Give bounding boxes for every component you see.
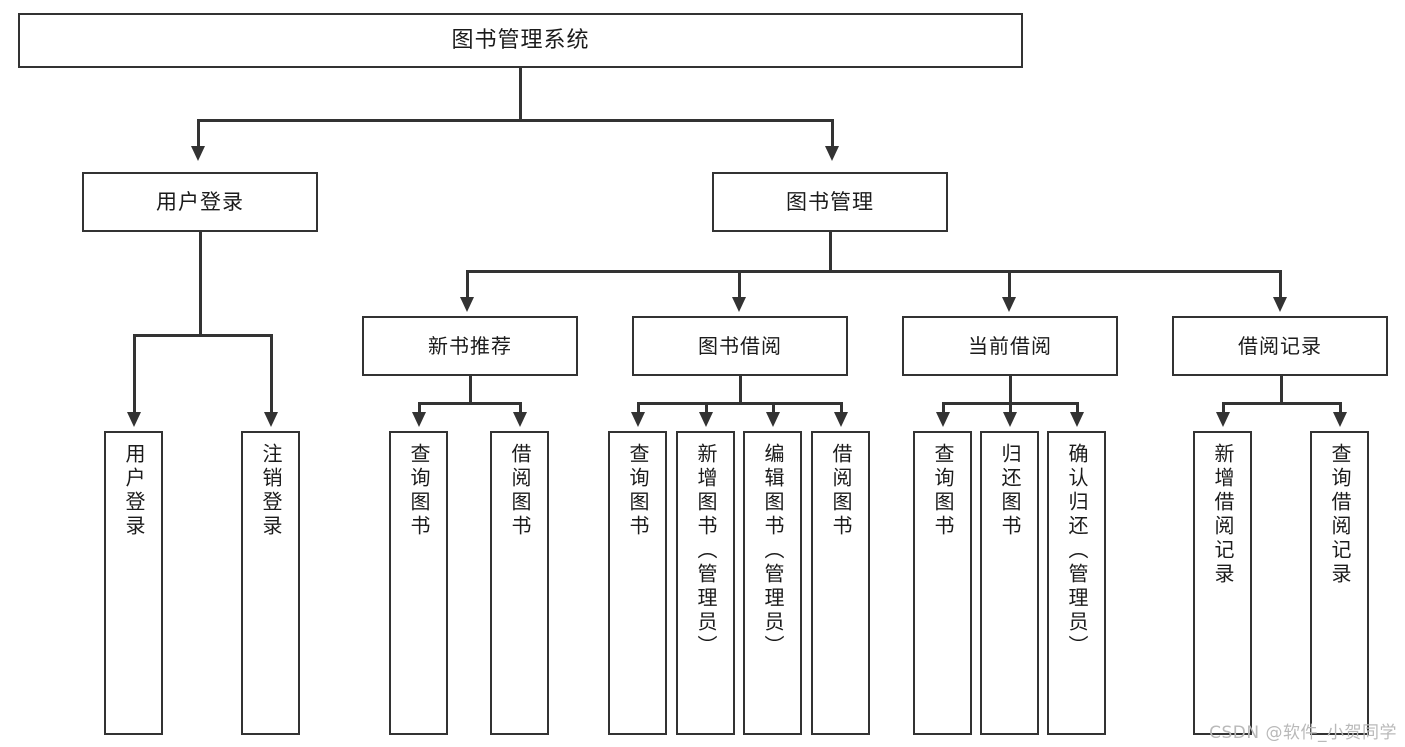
connector-bm-to-book-borrow <box>738 270 741 298</box>
arrowhead-root-to-user-login <box>191 146 205 161</box>
connector-bb-to-leaf-3 <box>772 402 775 413</box>
leaf-label: 归还图书 <box>998 443 1022 539</box>
leaf-borrow-book-recommend[interactable]: 借阅图书 <box>490 431 549 735</box>
connector-cb-to-leaf-1 <box>942 402 945 413</box>
connector-user-login-split-bar <box>133 334 272 337</box>
connector-bb-to-leaf-2 <box>705 402 708 413</box>
leaf-label: 查询图书 <box>931 443 955 539</box>
connector-cb-to-leaf-3 <box>1076 402 1079 413</box>
arrowhead-br-to-leaf-1 <box>1216 412 1230 427</box>
connector-book-management-split-bar <box>466 270 1282 273</box>
arrowhead-bb-to-leaf-3 <box>766 412 780 427</box>
node-borrow-record[interactable]: 借阅记录 <box>1172 316 1388 376</box>
connector-book-borrow-split-bar <box>637 402 842 405</box>
connector-book-borrow-stem <box>739 376 742 404</box>
node-label: 新书推荐 <box>428 333 512 358</box>
node-root-book-management-system[interactable]: 图书管理系统 <box>18 13 1023 68</box>
connector-user-login-stem <box>199 232 202 336</box>
connector-bm-to-new-book-recommend <box>466 270 469 298</box>
node-current-borrow[interactable]: 当前借阅 <box>902 316 1118 376</box>
leaf-query-book-current[interactable]: 查询图书 <box>913 431 972 735</box>
leaf-edit-book-admin[interactable]: 编辑图书（管理员） <box>743 431 802 735</box>
connector-br-to-leaf-1 <box>1222 402 1225 413</box>
connector-bm-to-borrow-record <box>1279 270 1282 298</box>
leaf-return-book[interactable]: 归还图书 <box>980 431 1039 735</box>
connector-root-to-book-management <box>831 119 834 147</box>
leaf-label: 借阅图书 <box>508 443 532 539</box>
node-label: 图书借阅 <box>698 333 782 358</box>
leaf-label: 注销登录 <box>259 443 283 539</box>
connector-bm-to-current-borrow <box>1008 270 1011 298</box>
leaf-label: 新增图书（管理员） <box>694 443 718 659</box>
arrowhead-bb-to-leaf-4 <box>834 412 848 427</box>
node-book-borrow[interactable]: 图书借阅 <box>632 316 848 376</box>
node-label: 用户登录 <box>156 189 244 214</box>
connector-new-book-recommend-split-bar <box>418 402 521 405</box>
connector-book-management-stem <box>829 232 832 272</box>
node-book-management[interactable]: 图书管理 <box>712 172 948 232</box>
leaf-query-borrow-record[interactable]: 查询借阅记录 <box>1310 431 1369 735</box>
connector-nbr-to-leaf-1 <box>418 402 421 413</box>
leaf-label: 查询图书 <box>626 443 650 539</box>
connector-user-login-to-leaf-1 <box>133 334 136 413</box>
leaf-borrow-book[interactable]: 借阅图书 <box>811 431 870 735</box>
arrowhead-bb-to-leaf-1 <box>631 412 645 427</box>
connector-borrow-record-stem <box>1280 376 1283 404</box>
connector-current-borrow-stem <box>1009 376 1012 404</box>
arrowhead-user-login-to-leaf-1 <box>127 412 141 427</box>
connector-bb-to-leaf-1 <box>637 402 640 413</box>
node-label: 借阅记录 <box>1238 333 1322 358</box>
node-label: 当前借阅 <box>968 333 1052 358</box>
connector-root-stem <box>519 68 522 120</box>
leaf-add-borrow-record[interactable]: 新增借阅记录 <box>1193 431 1252 735</box>
leaf-query-book-recommend[interactable]: 查询图书 <box>389 431 448 735</box>
connector-new-book-recommend-stem <box>469 376 472 404</box>
leaf-label: 用户登录 <box>122 443 146 539</box>
arrowhead-bm-to-book-borrow <box>732 297 746 312</box>
node-new-book-recommend[interactable]: 新书推荐 <box>362 316 578 376</box>
node-label: 图书管理系统 <box>451 27 590 53</box>
arrowhead-bm-to-current-borrow <box>1002 297 1016 312</box>
arrowhead-root-to-book-management <box>825 146 839 161</box>
connector-nbr-to-leaf-2 <box>519 402 522 413</box>
arrowhead-bb-to-leaf-2 <box>699 412 713 427</box>
leaf-label: 借阅图书 <box>829 443 853 539</box>
connector-cb-to-leaf-2 <box>1009 402 1012 413</box>
leaf-label: 编辑图书（管理员） <box>761 443 785 659</box>
arrowhead-nbr-to-leaf-2 <box>513 412 527 427</box>
connector-root-split-bar <box>197 119 833 122</box>
node-label: 图书管理 <box>786 189 874 214</box>
connector-bb-to-leaf-4 <box>840 402 843 413</box>
arrowhead-cb-to-leaf-1 <box>936 412 950 427</box>
arrowhead-br-to-leaf-2 <box>1333 412 1347 427</box>
connector-borrow-record-split-bar <box>1222 402 1341 405</box>
arrowhead-nbr-to-leaf-1 <box>412 412 426 427</box>
arrowhead-cb-to-leaf-2 <box>1003 412 1017 427</box>
leaf-confirm-return-admin[interactable]: 确认归还（管理员） <box>1047 431 1106 735</box>
node-user-login[interactable]: 用户登录 <box>82 172 318 232</box>
leaf-user-login[interactable]: 用户登录 <box>104 431 163 735</box>
connector-root-to-user-login <box>197 119 200 147</box>
arrowhead-bm-to-borrow-record <box>1273 297 1287 312</box>
arrowhead-cb-to-leaf-3 <box>1070 412 1084 427</box>
leaf-add-book-admin[interactable]: 新增图书（管理员） <box>676 431 735 735</box>
arrowhead-user-login-to-leaf-2 <box>264 412 278 427</box>
connector-br-to-leaf-2 <box>1339 402 1342 413</box>
arrowhead-bm-to-new-book-recommend <box>460 297 474 312</box>
leaf-label: 新增借阅记录 <box>1211 443 1235 587</box>
leaf-label: 确认归还（管理员） <box>1065 443 1089 659</box>
leaf-query-book-borrow[interactable]: 查询图书 <box>608 431 667 735</box>
leaf-logout[interactable]: 注销登录 <box>241 431 300 735</box>
connector-user-login-to-leaf-2 <box>270 334 273 413</box>
leaf-label: 查询借阅记录 <box>1328 443 1352 587</box>
leaf-label: 查询图书 <box>407 443 431 539</box>
